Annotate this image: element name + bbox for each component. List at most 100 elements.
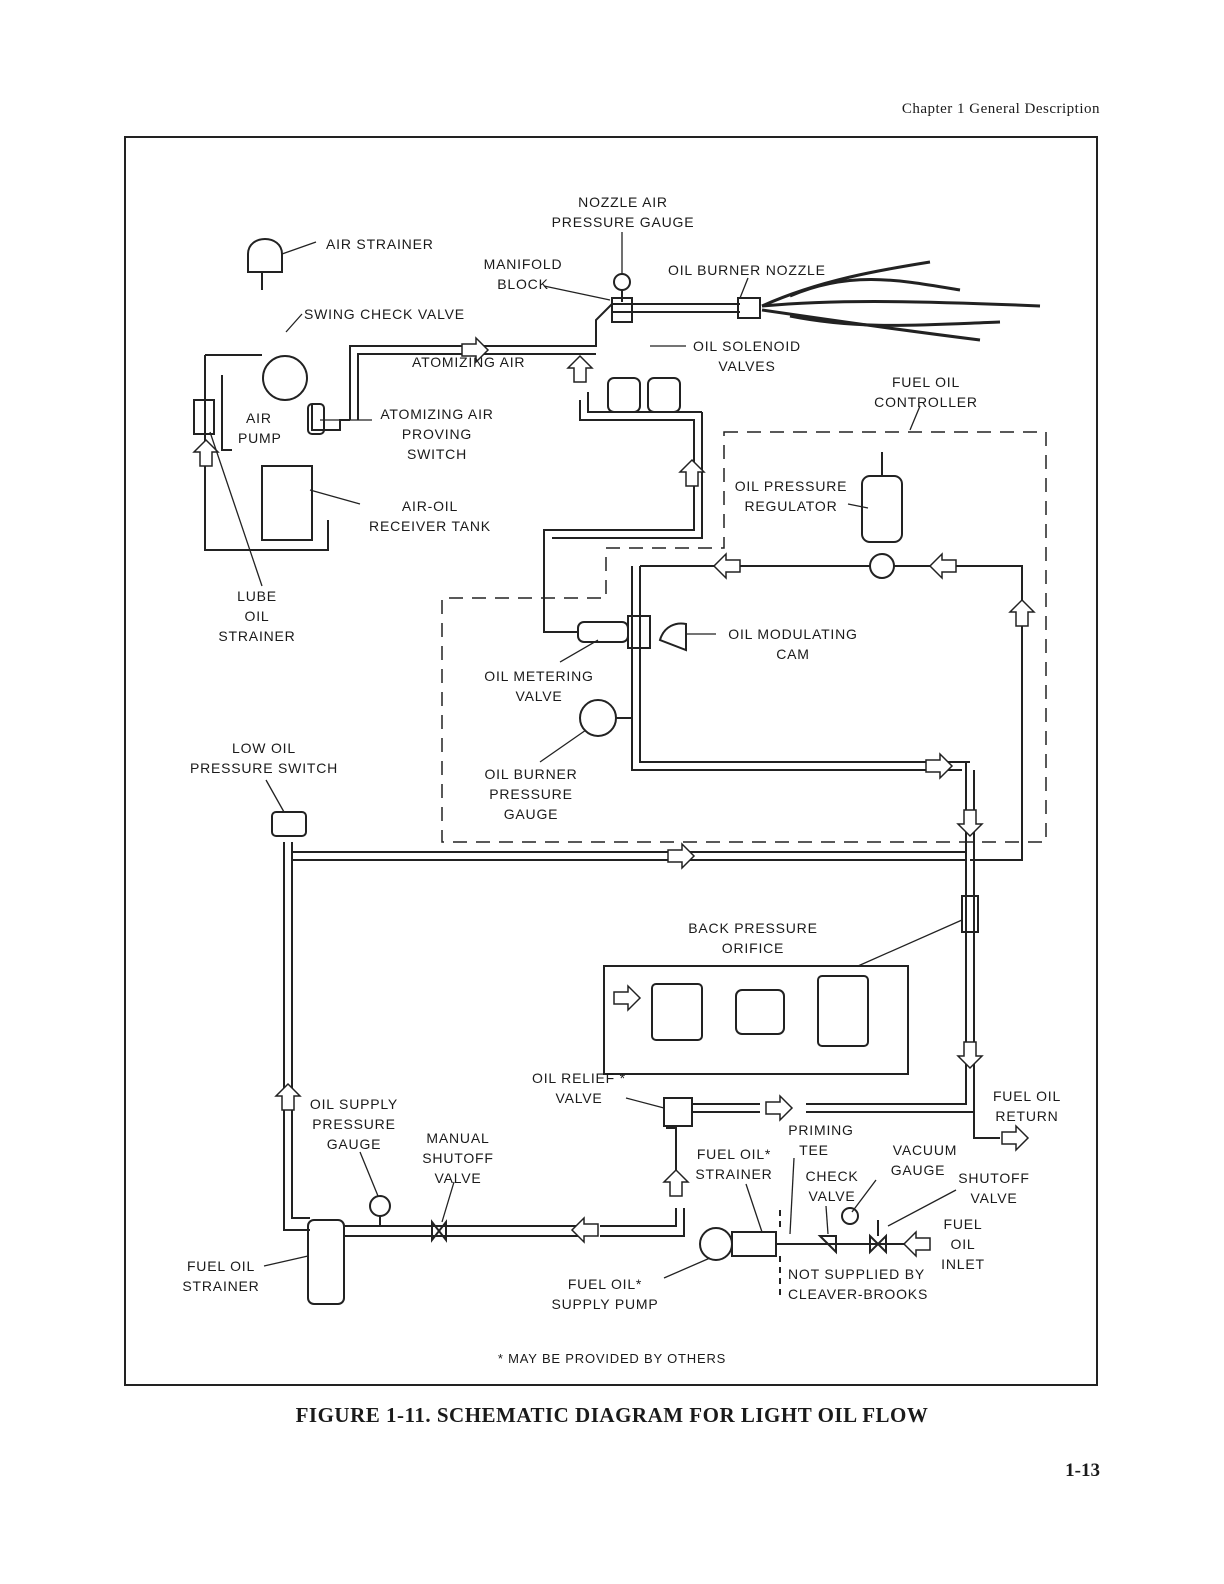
label-line: NOT SUPPLIED BY (788, 1266, 926, 1282)
flow-arrow (765, 1094, 794, 1122)
flow-arrow (712, 552, 741, 580)
swing-check-valve-label: SWING CHECK VALVE (304, 306, 465, 322)
label-line: SHUTOFF (958, 1170, 1030, 1186)
label-line: AIR (246, 410, 272, 426)
label-line: VALVE (515, 688, 563, 704)
label-line: OIL (950, 1236, 976, 1252)
fuel-oil-strainer-star-label: FUEL OIL* STRAINER (686, 1144, 782, 1184)
low-oil-pressure-switch-icon (271, 811, 307, 837)
label-line: PRESSURE (312, 1116, 396, 1132)
label-line: RECEIVER TANK (369, 518, 491, 534)
back-pressure-orifice-label: BACK PRESSURE ORIFICE (684, 918, 822, 958)
oil-pressure-regulator-icon (861, 475, 903, 543)
flow-arrow (956, 809, 984, 838)
oil-relief-valve-icon (663, 1097, 693, 1127)
label-line: SUPPLY PUMP (551, 1296, 659, 1312)
lube-oil-strainer-label: LUBE OIL STRAINER (210, 586, 304, 646)
label-line: PRIMING (788, 1122, 854, 1138)
footnote: * MAY BE PROVIDED BY OTHERS (497, 1351, 727, 1366)
oil-solenoid-valve-1 (607, 377, 641, 413)
oil-solenoid-valve-2 (647, 377, 681, 413)
label-line: VALVES (718, 358, 776, 374)
label-line: VACUUM (892, 1142, 958, 1158)
check-valve-icon (817, 1235, 837, 1255)
label-line: OIL (244, 608, 270, 624)
oil-metering-valve-icon (577, 621, 629, 643)
fuel-oil-return-label: FUEL OIL RETURN (990, 1086, 1064, 1126)
label-line: RETURN (995, 1108, 1059, 1124)
shutoff-valve-label: SHUTOFF VALVE (954, 1168, 1034, 1208)
priming-tee-label: PRIMING TEE (776, 1120, 866, 1160)
oil-supply-pressure-gauge-icon (369, 1195, 391, 1217)
flow-arrow (274, 1082, 302, 1111)
label-line: VALVE (434, 1170, 482, 1186)
figure-caption: FIGURE 1-11. SCHEMATIC DIAGRAM FOR LIGHT… (295, 1403, 929, 1427)
label-line: GAUGE (503, 806, 559, 822)
page-number: 1-13 (1065, 1460, 1100, 1481)
flow-arrow (192, 438, 220, 467)
page-header: Chapter 1 General Description (901, 101, 1100, 117)
label-line: GAUGE (890, 1162, 946, 1178)
label-line: OIL MODULATING (728, 626, 858, 642)
manifold-block-icon (611, 297, 633, 323)
label-line: CONTROLLER (874, 394, 978, 410)
oil-burner-pressure-gauge-label: OIL BURNER PRESSURE GAUGE (478, 764, 584, 824)
manifold-block-label: MANIFOLD BLOCK (476, 254, 570, 294)
atomizing-air-proving-switch-label: ATOMIZING AIR PROVING SWITCH (372, 404, 502, 464)
label-line: OIL SOLENOID (693, 338, 801, 354)
flow-arrow (956, 1041, 984, 1070)
label-line: STRAINER (182, 1278, 260, 1294)
fuel-oil-strainer-icon (307, 1219, 345, 1305)
nozzle-air-gauge-label: NOZZLE AIR PRESSURE GAUGE (548, 192, 698, 232)
label-line: CHECK (805, 1168, 859, 1184)
label-line: OIL RELIEF * (532, 1070, 626, 1086)
label-line: ATOMIZING AIR (380, 406, 494, 422)
flow-arrow (928, 552, 957, 580)
flow-arrow (902, 1230, 931, 1258)
label-line: FUEL OIL (186, 1258, 256, 1274)
air-oil-receiver-tank-icon (261, 465, 313, 541)
flow-arrow (678, 458, 706, 487)
flow-arrow (667, 842, 696, 870)
orifice-detail-box (603, 965, 909, 1075)
label-line: PUMP (238, 430, 282, 446)
air-pump-label: AIR PUMP (238, 408, 282, 448)
flow-arrow (925, 752, 954, 780)
label-line: REGULATOR (744, 498, 838, 514)
air-strainer-icon (247, 238, 283, 273)
vacuum-gauge-icon (841, 1207, 859, 1225)
label-line: FUEL OIL (891, 374, 961, 390)
oil-supply-pressure-gauge-label: OIL SUPPLY PRESSURE GAUGE (306, 1094, 402, 1154)
manual-shutoff-valve-icon (431, 1219, 447, 1243)
oil-pressure-regulator-label: OIL PRESSURE REGULATOR (732, 476, 850, 516)
label-line: TEE (799, 1142, 829, 1158)
not-supplied-by-label: NOT SUPPLIED BY CLEAVER-BROOKS (788, 1264, 928, 1304)
label-line: OIL SUPPLY (309, 1096, 399, 1112)
fuel-oil-inlet-label: FUEL OIL INLET (936, 1214, 990, 1274)
nozzle-air-gauge-icon (613, 273, 631, 291)
air-pump-icon (262, 355, 308, 401)
oil-modulating-cam-label: OIL MODULATING CAM (720, 624, 866, 664)
label-line: LOW OIL (232, 740, 296, 756)
atomizing-air-label: ATOMIZING AIR (412, 354, 526, 370)
fuel-oil-controller-boundary (441, 431, 1047, 843)
label-line: INLET (941, 1256, 985, 1272)
label-line: VALVE (808, 1188, 856, 1204)
atomizing-air-line (349, 303, 613, 420)
oil-relief-valve-label: OIL RELIEF * VALVE (524, 1068, 634, 1108)
flow-arrow (566, 354, 594, 383)
flow-arrow (1001, 1124, 1030, 1152)
oil-burner-nozzle-label: OIL BURNER NOZZLE (668, 262, 826, 278)
label-line: BLOCK (497, 276, 549, 292)
atomizing-air-proving-switch-icon (307, 403, 325, 435)
label-line: PROVING (401, 426, 473, 442)
label-line: FUEL (943, 1216, 983, 1232)
label-line: BACK PRESSURE (688, 920, 818, 936)
label-line: PRESSURE GAUGE (551, 214, 695, 230)
fuel-oil-controller-label: FUEL OIL CONTROLLER (868, 372, 984, 412)
oil-modulating-cam-icon (658, 622, 687, 652)
oil-solenoid-valves-label: OIL SOLENOID VALVES (688, 336, 806, 376)
label-line: OIL PRESSURE (734, 478, 848, 494)
label-line: OIL METERING (484, 668, 594, 684)
